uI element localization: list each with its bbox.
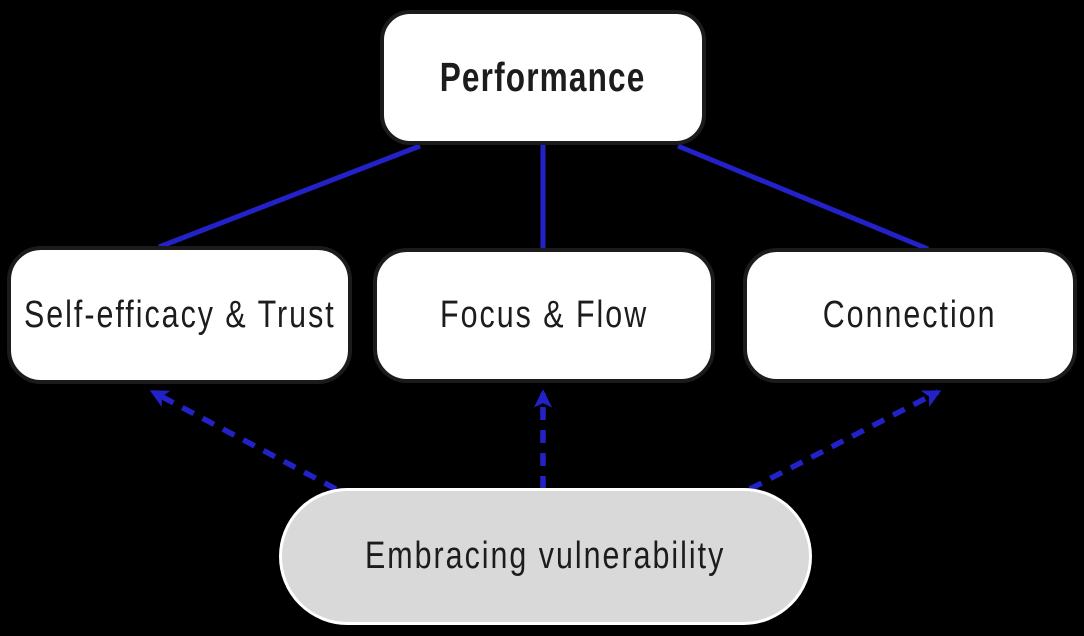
node-embracing-vulnerability: Embracing vulnerability bbox=[279, 488, 812, 625]
node-connection: Connection bbox=[743, 248, 1077, 383]
edge-performance-connection-line bbox=[677, 143, 929, 252]
node-label: Connection bbox=[823, 294, 997, 336]
node-label: Embracing vulnerability bbox=[365, 535, 726, 577]
edge-performance-self-efficacy-line bbox=[158, 143, 421, 250]
node-label: Focus & Flow bbox=[439, 294, 649, 336]
edge-vulnerability-connection-arrow bbox=[748, 389, 942, 492]
node-self-efficacy-trust: Self-efficacy & Trust bbox=[7, 246, 352, 384]
node-label: Self-efficacy & Trust bbox=[23, 293, 336, 336]
node-performance: Performance bbox=[380, 10, 706, 145]
node-focus-flow: Focus & Flow bbox=[373, 248, 715, 383]
edge-vulnerability-self-efficacy-arrow bbox=[149, 389, 338, 492]
node-label: Performance bbox=[440, 54, 646, 100]
